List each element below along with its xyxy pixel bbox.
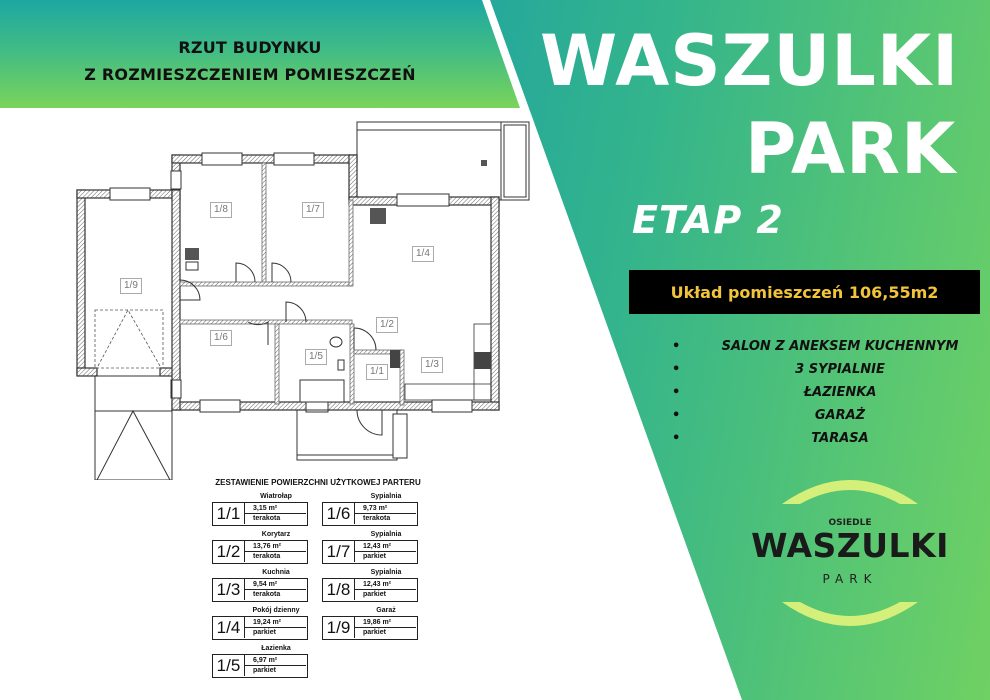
room-floor: parkiet (253, 629, 276, 636)
room-name: Sypialnia (370, 493, 402, 500)
room-area: 13,76 m² (245, 541, 306, 552)
room-id: 1/1 (213, 503, 245, 524)
room-id: 1/2 (213, 541, 245, 562)
room-floor: terakota (253, 553, 281, 560)
header-banner: RZUT BUDYNKU Z ROZMIESZCZENIEM POMIESZCZ… (0, 0, 520, 108)
room-name: Sypialnia (370, 569, 402, 576)
feature-item: •ŁAZIENKA (660, 381, 980, 404)
feature-item: •SALON Z ANEKSEM KUCHENNYM (660, 335, 980, 358)
room-card: Wiatrołap 1/1 3,15 m² terakota (212, 492, 308, 530)
room-card: Korytarz 1/2 13,76 m² terakota (212, 530, 308, 568)
logo-bottom-arc-icon (782, 602, 918, 626)
room-card: Garaż 1/9 19,86 m² parkiet (322, 606, 418, 644)
feature-list: •SALON Z ANEKSEM KUCHENNYM •3 SYPIALNIE … (660, 335, 980, 450)
room-name: Pokój dzienny (252, 607, 300, 614)
bullet-icon: • (672, 362, 681, 377)
room-id: 1/7 (323, 541, 355, 562)
header-title-line2: Z ROZMIESZCZENIEM POMIESZCZEŃ (84, 65, 416, 84)
room-floor: parkiet (253, 667, 276, 674)
feature-item: •GARAŻ (660, 404, 980, 427)
logo-park: PARK (822, 572, 878, 586)
brand-title-line2: PARK (745, 108, 957, 190)
bullet-icon: • (672, 431, 681, 446)
room-label-1-9: 1/9 (120, 278, 142, 294)
feature-item: •TARASA (660, 427, 980, 450)
room-id: 1/6 (323, 503, 355, 524)
room-card: Pokój dzienny 1/4 19,24 m² parkiet (212, 606, 308, 644)
room-floor: terakota (363, 515, 391, 522)
bullet-icon: • (672, 385, 681, 400)
estate-logo: OSIEDLE WASZULKI PARK (740, 468, 960, 638)
room-area: 12,43 m² (355, 579, 416, 590)
room-name: Sypialnia (370, 531, 402, 538)
room-name: Garaż (376, 607, 396, 614)
room-label-1-7: 1/7 (302, 202, 324, 218)
room-id: 1/5 (213, 655, 245, 676)
room-card: Łazienka 1/5 6,97 m² parkiet (212, 644, 308, 682)
room-area: 19,24 m² (245, 617, 306, 628)
room-name: Kuchnia (262, 569, 290, 576)
room-label-1-6: 1/6 (210, 330, 232, 346)
room-floor: terakota (253, 591, 281, 598)
room-card: Kuchnia 1/3 9,54 m² terakota (212, 568, 308, 606)
header-title-line1: RZUT BUDYNKU (178, 38, 322, 57)
stage-label: ETAP 2 (632, 198, 784, 242)
room-floor: terakota (253, 515, 281, 522)
brand-title-line1: WASZULKI (540, 20, 960, 102)
room-id: 1/4 (213, 617, 245, 638)
room-id: 1/8 (323, 579, 355, 600)
room-floor: parkiet (363, 629, 386, 636)
floor-plan-drawing: 1/1 1/2 1/3 1/4 1/5 1/6 1/7 1/8 1/9 (76, 121, 530, 480)
room-summary-title: ZESTAWIENIE POWIERZCHNI UŻYTKOWEJ PARTER… (215, 478, 421, 487)
area-summary-text: Układ pomieszczeń 106,55m2 (670, 282, 939, 302)
room-label-1-3: 1/3 (421, 357, 443, 373)
logo-top-arc-icon (782, 480, 918, 504)
room-label-1-8: 1/8 (210, 202, 232, 218)
room-name: Korytarz (261, 531, 291, 538)
room-card: Sypialnia 1/6 9,73 m² terakota (322, 492, 418, 530)
room-id: 1/3 (213, 579, 245, 600)
room-label-1-5: 1/5 (305, 349, 327, 365)
bullet-icon: • (672, 339, 681, 354)
bullet-icon: • (672, 408, 681, 423)
logo-osiedle: OSIEDLE (828, 518, 872, 528)
room-label-1-2: 1/2 (376, 317, 398, 333)
room-floor: parkiet (363, 591, 386, 598)
room-area: 6,97 m² (245, 655, 306, 666)
room-name: Wiatrołap (260, 493, 292, 500)
logo-main: WASZULKI (751, 526, 949, 565)
room-area: 12,43 m² (355, 541, 416, 552)
room-id: 1/9 (323, 617, 355, 638)
feature-item: •3 SYPIALNIE (660, 358, 980, 381)
room-name: Łazienka (261, 645, 291, 652)
room-floor: parkiet (363, 553, 386, 560)
room-area: 9,54 m² (245, 579, 306, 590)
room-label-1-4: 1/4 (412, 246, 434, 262)
room-card: Sypialnia 1/7 12,43 m² parkiet (322, 530, 418, 568)
room-card: Sypialnia 1/8 12,43 m² parkiet (322, 568, 418, 606)
room-area: 19,86 m² (355, 617, 416, 628)
room-label-1-1: 1/1 (366, 364, 388, 380)
room-area: 9,73 m² (355, 503, 416, 514)
area-summary-box: Układ pomieszczeń 106,55m2 (629, 270, 980, 314)
room-area: 3,15 m² (245, 503, 306, 514)
